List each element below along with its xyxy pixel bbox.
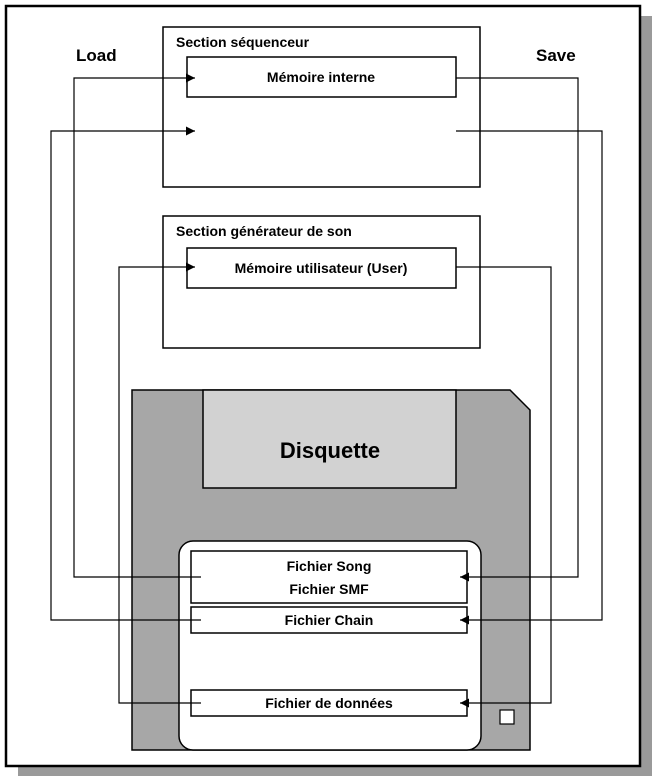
user-memory-box <box>186 247 457 289</box>
song-file-label: Fichier Song <box>287 558 372 574</box>
data-file-label: Fichier de données <box>265 695 393 711</box>
save-label: Save <box>536 46 576 65</box>
chain-file-label: Fichier Chain <box>285 612 374 628</box>
save-arrow-song-smf <box>456 77 579 582</box>
internal-memory-label: Mémoire interne <box>267 69 375 85</box>
floppy-disk-shutter <box>202 389 457 489</box>
user-memory-label: Mémoire utilisateur (User) <box>235 260 408 276</box>
sequencer-section <box>162 26 481 188</box>
sequencer-section-title: Section séquenceur <box>176 34 310 50</box>
smf-file-label: Fichier SMF <box>289 581 369 597</box>
load-arrow-data <box>118 262 201 704</box>
save-arrow-chain <box>456 130 603 625</box>
write-protect-tab-icon <box>499 709 515 725</box>
load-label: Load <box>76 46 117 65</box>
load-arrow-song-smf <box>73 73 201 578</box>
sound-generator-section-title: Section générateur de son <box>176 223 352 239</box>
disk-title: Disquette <box>280 438 380 463</box>
internal-memory-box <box>186 56 457 98</box>
save-arrow-data <box>456 266 552 708</box>
load-arrow-chain <box>50 126 201 621</box>
